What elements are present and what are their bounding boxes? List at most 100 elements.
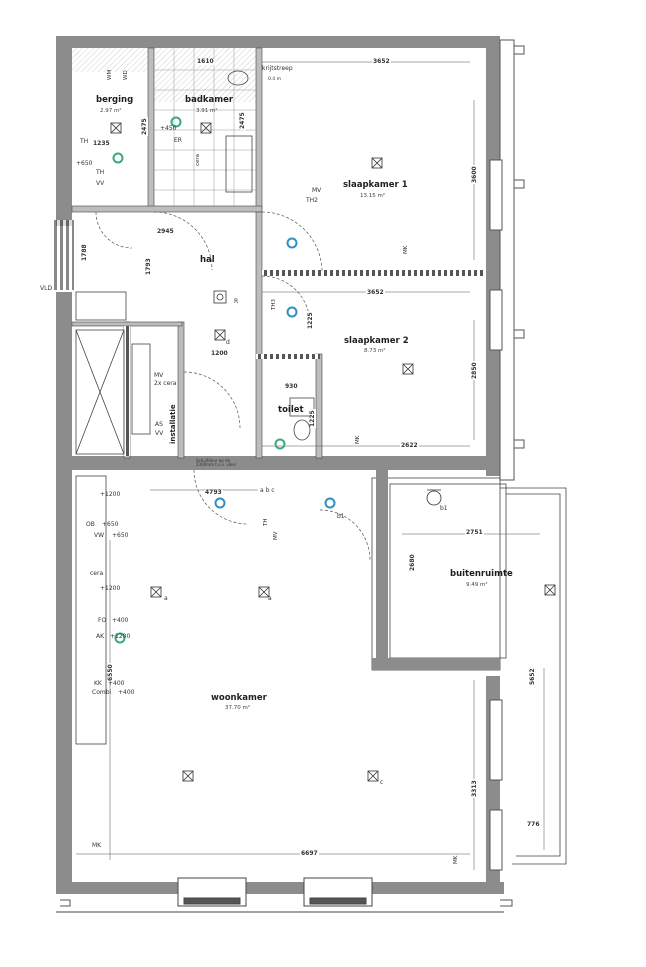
symbol-cera-bathroom: cera <box>195 153 201 166</box>
facade-right <box>60 39 525 907</box>
boiler-unit <box>131 343 151 435</box>
kitchen-h650-vw: +650 <box>112 532 129 539</box>
dim-slaapkamer2-width: 3652 <box>366 289 385 296</box>
symbol-c: c <box>380 779 384 786</box>
shower-tray <box>225 135 253 193</box>
dim-slaapkamer1-height: 3600 <box>471 165 478 184</box>
symbol-b1-balcony: b1 <box>440 505 448 512</box>
room-name-installatie: installatie <box>169 404 177 444</box>
dim-woonkamer-width: 6697 <box>300 850 319 857</box>
symbol-wm: WM <box>107 69 113 80</box>
symbol-th-woonkamer: TH <box>263 518 269 527</box>
dim-balcony-depth: 776 <box>526 821 541 828</box>
dim-buitenruimte-height: 2680 <box>409 553 416 572</box>
dim-entrance-height: 1788 <box>81 243 88 262</box>
symbol-mk-left: MK <box>92 842 102 849</box>
light-point-b1 <box>426 489 442 506</box>
symbol-th2: TH2 <box>306 197 318 204</box>
toilet-cistern <box>289 397 315 417</box>
dashed-partitions <box>52 220 486 456</box>
symbol-mk-woonkamer: MK <box>453 855 459 864</box>
dim-woonkamer-lower-height: 3313 <box>471 779 478 798</box>
room-area-berging: 2.97 m² <box>100 108 122 114</box>
kitchen-h400-fo: +400 <box>112 617 129 624</box>
dim-hal-height: 1793 <box>145 257 152 276</box>
symbol-mv-sk1: MV <box>312 187 322 194</box>
room-name-slaapkamer-2: slaapkamer 2 <box>344 336 409 346</box>
dim-buitenruimte-width: 2751 <box>465 529 484 536</box>
symbol-2x-cera: 2x cera <box>154 380 177 387</box>
kitchen-h1200-2: +1200 <box>100 585 121 592</box>
symbol-th-650: +650 <box>76 160 93 167</box>
room-area-woonkamer: 37.70 m² <box>225 705 251 711</box>
kitchen-h1200-1: +1200 <box>100 491 121 498</box>
symbol-th: TH <box>80 138 89 145</box>
symbol-th3: TH3 <box>271 299 277 310</box>
dim-slaapkamer1-width: 3652 <box>372 58 391 65</box>
note-krijtstreep: krijtstreep <box>262 65 293 72</box>
kitchen-h650: +650 <box>102 521 119 528</box>
symbol-er: ER <box>174 137 182 144</box>
kitchen-vw: VW <box>94 532 105 539</box>
dim-hal-width: 2945 <box>156 228 175 235</box>
symbol-vv-installatie: VV <box>155 430 164 437</box>
kitchen-h1200-ak: +1200 <box>110 633 131 640</box>
kitchen-combi: Combi <box>92 689 112 696</box>
wall-right-upper <box>486 36 500 476</box>
symbol-mk-sk1: MK <box>403 245 409 254</box>
dim-hal-lower-width: 1200 <box>210 350 229 357</box>
dim-badkamer-height-left: 2475 <box>141 117 148 136</box>
symbol-mk-toilet: MK <box>355 435 361 444</box>
symbol-as: AS <box>155 421 163 428</box>
dim-hal-lower-height: 1225 <box>307 311 314 330</box>
note-krijtstreep-height: 0.4 m <box>268 77 281 82</box>
wall-mid-horizontal <box>72 456 500 470</box>
symbol-mv-woonkamer: MV <box>273 531 279 540</box>
wall-bottom <box>56 882 504 894</box>
ceiling-fixtures <box>110 122 556 782</box>
dim-balcony-height: 5652 <box>529 667 536 686</box>
note-r: R <box>234 298 239 305</box>
dim-badkamer-height-right: 2475 <box>239 111 246 130</box>
kitchen-h400-kk: +400 <box>108 680 125 687</box>
symbol-a-right: a <box>268 595 272 602</box>
symbol-th-berging: TH <box>96 169 105 176</box>
dim-berging-width: 1235 <box>92 140 111 147</box>
dim-woonkamer-top-width: 4793 <box>204 489 223 496</box>
wall-left-upper <box>56 36 72 226</box>
hatched-areas <box>72 48 256 102</box>
note-schuifdeur: Schuifdeur op de 2300mm t.o.v. vloer <box>196 458 237 467</box>
dim-badkamer-width: 1610 <box>196 58 215 65</box>
note-vld: VLD <box>40 285 53 292</box>
fixtures <box>75 70 567 865</box>
facade-bottom-windows <box>56 877 504 913</box>
room-name-toilet: toilet <box>278 405 304 415</box>
room-name-hal: hal <box>200 255 215 265</box>
dim-slaapkamer2-height: 2850 <box>471 361 478 380</box>
symbol-h450: +450 <box>160 125 177 132</box>
symbol-b1-left: b1 <box>337 513 345 520</box>
symbol-abc: a b c <box>260 487 275 494</box>
kitchen-counter <box>75 475 107 745</box>
room-area-slaapkamer-1: 13.15 m² <box>360 193 386 199</box>
dim-slaapkamer2-lower-width: 2622 <box>400 442 419 449</box>
room-area-buitenruimte: 9.49 m² <box>466 582 488 588</box>
room-area-slaapkamer-2: 8.73 m² <box>364 348 386 354</box>
kitchen-cera: cera <box>90 570 104 577</box>
wall-top <box>56 36 492 48</box>
kitchen-kk: KK <box>94 680 102 687</box>
wall-left-lower <box>56 292 72 894</box>
room-name-buitenruimte: buitenruimte <box>450 569 513 579</box>
toilet-bowl <box>293 419 311 441</box>
symbol-mv-installatie: MV <box>154 372 164 379</box>
kitchen-ak: AK <box>96 633 105 640</box>
symbol-d: d <box>226 339 230 346</box>
room-area-badkamer: 3.91 m² <box>196 108 218 114</box>
kitchen-ob: OB <box>86 521 95 528</box>
storage-unit <box>75 291 127 321</box>
symbol-wd: WD <box>123 70 129 80</box>
kitchen-fo: FO <box>98 617 107 624</box>
symbol-vv: VV <box>96 180 105 187</box>
dim-toilet-width: 930 <box>284 383 299 390</box>
room-name-slaapkamer-1: slaapkamer 1 <box>343 180 408 190</box>
